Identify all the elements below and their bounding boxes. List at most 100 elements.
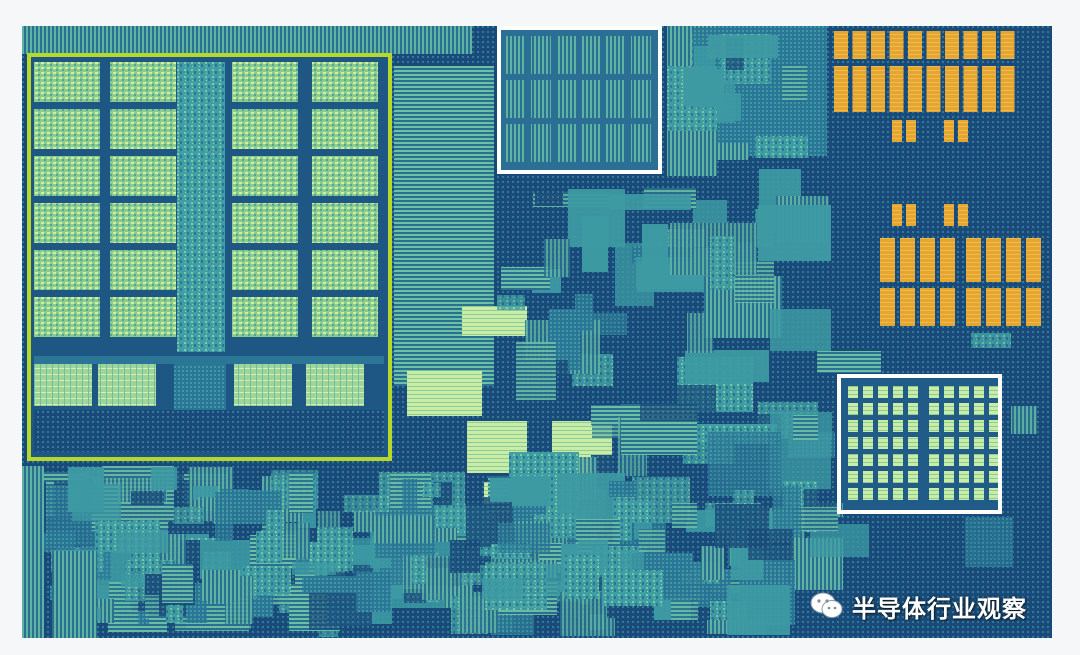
watermark-text: 半导体行业观察 — [852, 594, 1027, 623]
logic-block — [512, 476, 550, 506]
top-array-cell — [606, 36, 626, 74]
logic-block — [501, 267, 550, 290]
cpu-core-cell — [110, 156, 176, 196]
orange-sram — [871, 31, 885, 59]
top-array-cell — [581, 124, 601, 162]
orange-sram — [852, 31, 867, 59]
cpu-core-cell — [34, 62, 100, 102]
logic-block — [715, 504, 769, 548]
logic-block — [693, 200, 727, 223]
right-array-cell — [929, 420, 939, 432]
right-array-cell — [929, 454, 939, 466]
orange-sram — [963, 31, 978, 59]
top-array-cell — [606, 80, 626, 118]
right-array-cell — [929, 386, 939, 398]
right-array-cell — [989, 488, 999, 500]
right-array-cell — [944, 386, 954, 398]
right-array-cell — [974, 471, 984, 483]
orange-sram — [966, 238, 981, 282]
l3-cache-slice — [34, 364, 92, 406]
logic-block — [121, 574, 150, 587]
right-array-cell — [929, 471, 939, 483]
cpu-core-cell — [34, 297, 100, 337]
logic-block — [793, 415, 818, 440]
cpu-core-cell — [110, 297, 176, 337]
core-lower-logic — [34, 410, 384, 452]
right-array-cell — [878, 386, 888, 398]
right-array-cell — [863, 403, 873, 415]
orange-sram — [1000, 31, 1015, 59]
cpu-core-cell — [232, 156, 298, 196]
right-array-cell — [848, 488, 858, 500]
cpu-core-cell — [232, 203, 298, 243]
right-array-cell — [974, 437, 984, 449]
right-array-cell — [959, 488, 969, 500]
logic-block — [701, 546, 724, 580]
orange-sram — [1006, 238, 1021, 282]
logic-block — [174, 507, 204, 524]
logic-block — [609, 194, 691, 210]
watermark: 半导体行业观察 — [810, 586, 1027, 626]
right-array-cell — [893, 488, 903, 500]
die-photo — [22, 26, 1052, 638]
orange-sram — [900, 238, 915, 282]
l3-cache-slice — [98, 364, 156, 406]
logic-block — [72, 484, 121, 521]
logic-block — [162, 564, 193, 603]
top-array-cell — [606, 124, 626, 162]
logic-block — [642, 224, 668, 264]
cpu-core-cell — [312, 250, 378, 290]
logic-block — [423, 483, 441, 497]
logic-block — [708, 432, 781, 496]
orange-sram — [889, 66, 904, 112]
orange-sram — [945, 31, 959, 59]
wechat-icon — [810, 592, 843, 618]
logic-block — [971, 333, 1011, 348]
cpu-core-cell — [110, 62, 176, 102]
logic-block — [640, 385, 716, 421]
logic-block — [193, 486, 218, 500]
logic-block — [710, 236, 734, 290]
cpu-core-cell — [312, 156, 378, 196]
logic-block — [685, 350, 769, 382]
logic-block — [482, 579, 522, 599]
orange-sram — [963, 66, 978, 112]
logic-block — [215, 492, 233, 541]
logic-block — [755, 136, 808, 158]
right-array-cell — [959, 454, 969, 466]
right-array-cell — [908, 386, 918, 398]
cpu-core-cell — [34, 109, 100, 149]
top-array-cell — [581, 36, 601, 74]
logic-block — [266, 510, 284, 541]
logic-block — [145, 595, 159, 619]
mid-light-block — [462, 306, 527, 336]
logic-block — [770, 309, 831, 351]
logic-block — [498, 523, 550, 553]
right-array-cell — [944, 403, 954, 415]
right-array-cell — [863, 386, 873, 398]
right-array-cell — [848, 386, 858, 398]
l3-cache-slice — [306, 364, 364, 406]
right-array-cell — [974, 420, 984, 432]
logic-block — [639, 529, 665, 554]
logic-block — [708, 35, 778, 58]
right-array-cell — [863, 454, 873, 466]
right-array-cell — [848, 454, 858, 466]
right-array-cell — [974, 454, 984, 466]
orange-sram — [940, 238, 955, 282]
orange-sram — [880, 288, 895, 326]
right-array-cell — [989, 420, 999, 432]
logic-block — [497, 295, 525, 310]
right-array-cell — [989, 437, 999, 449]
logic-block — [708, 143, 748, 160]
top-array-cell — [531, 80, 551, 118]
right-array-cell — [959, 437, 969, 449]
right-array-cell — [944, 454, 954, 466]
orange-sram — [900, 288, 915, 326]
logic-block — [773, 486, 801, 537]
logic-block — [694, 46, 715, 108]
logic-block — [965, 517, 1013, 567]
orange-sram — [982, 31, 996, 59]
top-array-cell — [506, 36, 526, 74]
orange-sram — [920, 288, 935, 326]
